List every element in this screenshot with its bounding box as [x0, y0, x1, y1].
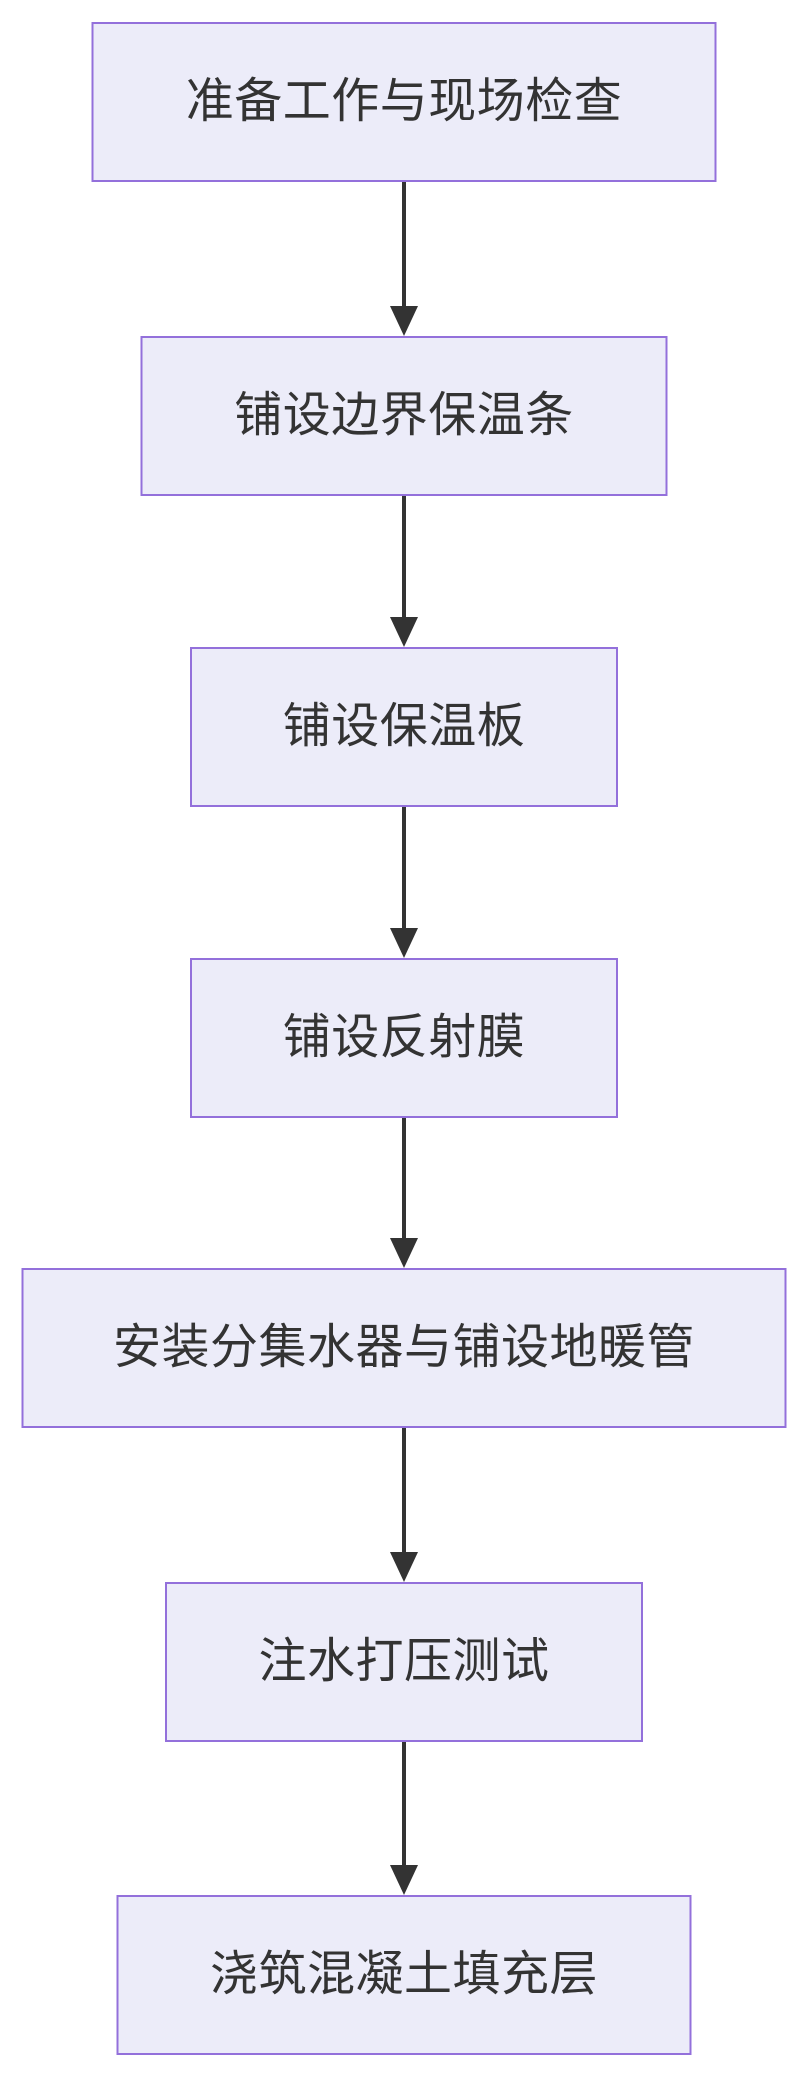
flow-edge-3	[390, 807, 418, 958]
node-label: 铺设保温板	[282, 700, 526, 753]
arrow-down-icon	[390, 1865, 418, 1895]
flow-edge-6	[390, 1742, 418, 1895]
flow-edge-4	[390, 1118, 418, 1268]
node-reflective-film: 铺设反射膜	[190, 958, 618, 1118]
node-label: 浇筑混凝土填充层	[209, 1948, 598, 2001]
arrow-down-icon	[390, 928, 418, 958]
flow-edge-5	[390, 1428, 418, 1582]
node-label: 注水打压测试	[258, 1635, 550, 1688]
arrow-down-icon	[390, 1552, 418, 1582]
node-label: 铺设边界保温条	[234, 389, 574, 442]
arrow-stem	[402, 182, 406, 306]
arrow-down-icon	[390, 306, 418, 336]
node-label: 安装分集水器与铺设地暖管	[112, 1321, 695, 1374]
arrow-stem	[402, 1428, 406, 1552]
arrow-stem	[402, 807, 406, 928]
arrow-down-icon	[390, 617, 418, 647]
flow-edge-2	[390, 496, 418, 647]
flow-edge-1	[390, 182, 418, 336]
node-manifold-and-heating-pipe: 安装分集水器与铺设地暖管	[21, 1268, 787, 1428]
node-water-pressure-test: 注水打压测试	[165, 1582, 643, 1742]
node-label: 铺设反射膜	[282, 1011, 526, 1064]
node-label: 准备工作与现场检查	[185, 75, 623, 128]
arrow-down-icon	[390, 1238, 418, 1268]
arrow-stem	[402, 1742, 406, 1865]
arrow-stem	[402, 1118, 406, 1238]
node-insulation-board: 铺设保温板	[190, 647, 618, 807]
arrow-stem	[402, 496, 406, 617]
node-boundary-insulation-strip: 铺设边界保温条	[140, 336, 668, 496]
node-preparation-site-inspection: 准备工作与现场检查	[91, 22, 717, 182]
node-concrete-filling-layer: 浇筑混凝土填充层	[116, 1895, 692, 2055]
